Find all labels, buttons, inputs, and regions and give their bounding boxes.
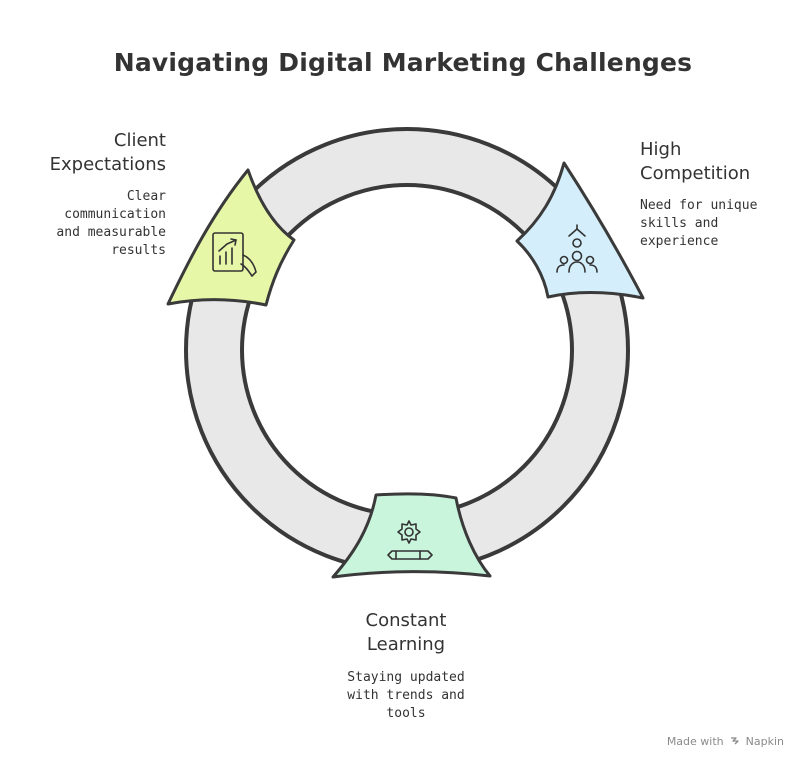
page-title: Navigating Digital Marketing Challenges xyxy=(113,48,693,77)
napkin-logo-icon xyxy=(731,737,739,745)
description-line: Staying updated xyxy=(347,670,465,685)
description-line: Need for unique xyxy=(640,198,758,213)
made-with-napkin-footer[interactable]: Made with Napkin xyxy=(667,735,784,748)
constant-learning-title: Constant Learning xyxy=(306,609,506,657)
description-line: communication xyxy=(64,207,166,222)
description-line: with trends and xyxy=(347,688,465,703)
constant-learning-description: Staying updated with trends and tools xyxy=(306,669,506,723)
napkin-brand: Napkin xyxy=(745,735,784,748)
made-with-label: Made with xyxy=(666,735,724,748)
title-line: Competition xyxy=(640,163,751,184)
description-line: Clear xyxy=(126,189,166,204)
title-line: Expectations xyxy=(49,154,166,175)
gear-pencil-icon xyxy=(387,520,433,560)
title-line: High xyxy=(640,139,682,160)
arrow-constant-learning xyxy=(331,492,492,579)
description-line: tools xyxy=(386,706,426,721)
arrow-client-expectations xyxy=(166,168,296,307)
report-chart-icon xyxy=(212,232,257,277)
description-line: skills and xyxy=(640,216,719,231)
description-line: experience xyxy=(640,234,719,249)
title-line: Client xyxy=(113,130,166,151)
description-line: results xyxy=(111,243,166,258)
description-line: and measurable xyxy=(56,225,166,240)
title-line: Constant xyxy=(365,610,447,631)
competitors-icon xyxy=(556,224,598,273)
client-expectations-description: Clear communication and measurable resul… xyxy=(16,188,166,260)
arrow-high-competition xyxy=(515,161,645,300)
title-line: Learning xyxy=(366,634,446,655)
high-competition-description: Need for unique skills and experience xyxy=(640,197,790,251)
high-competition-title: High Competition xyxy=(640,138,800,186)
client-expectations-title: Client Expectations xyxy=(6,129,166,177)
